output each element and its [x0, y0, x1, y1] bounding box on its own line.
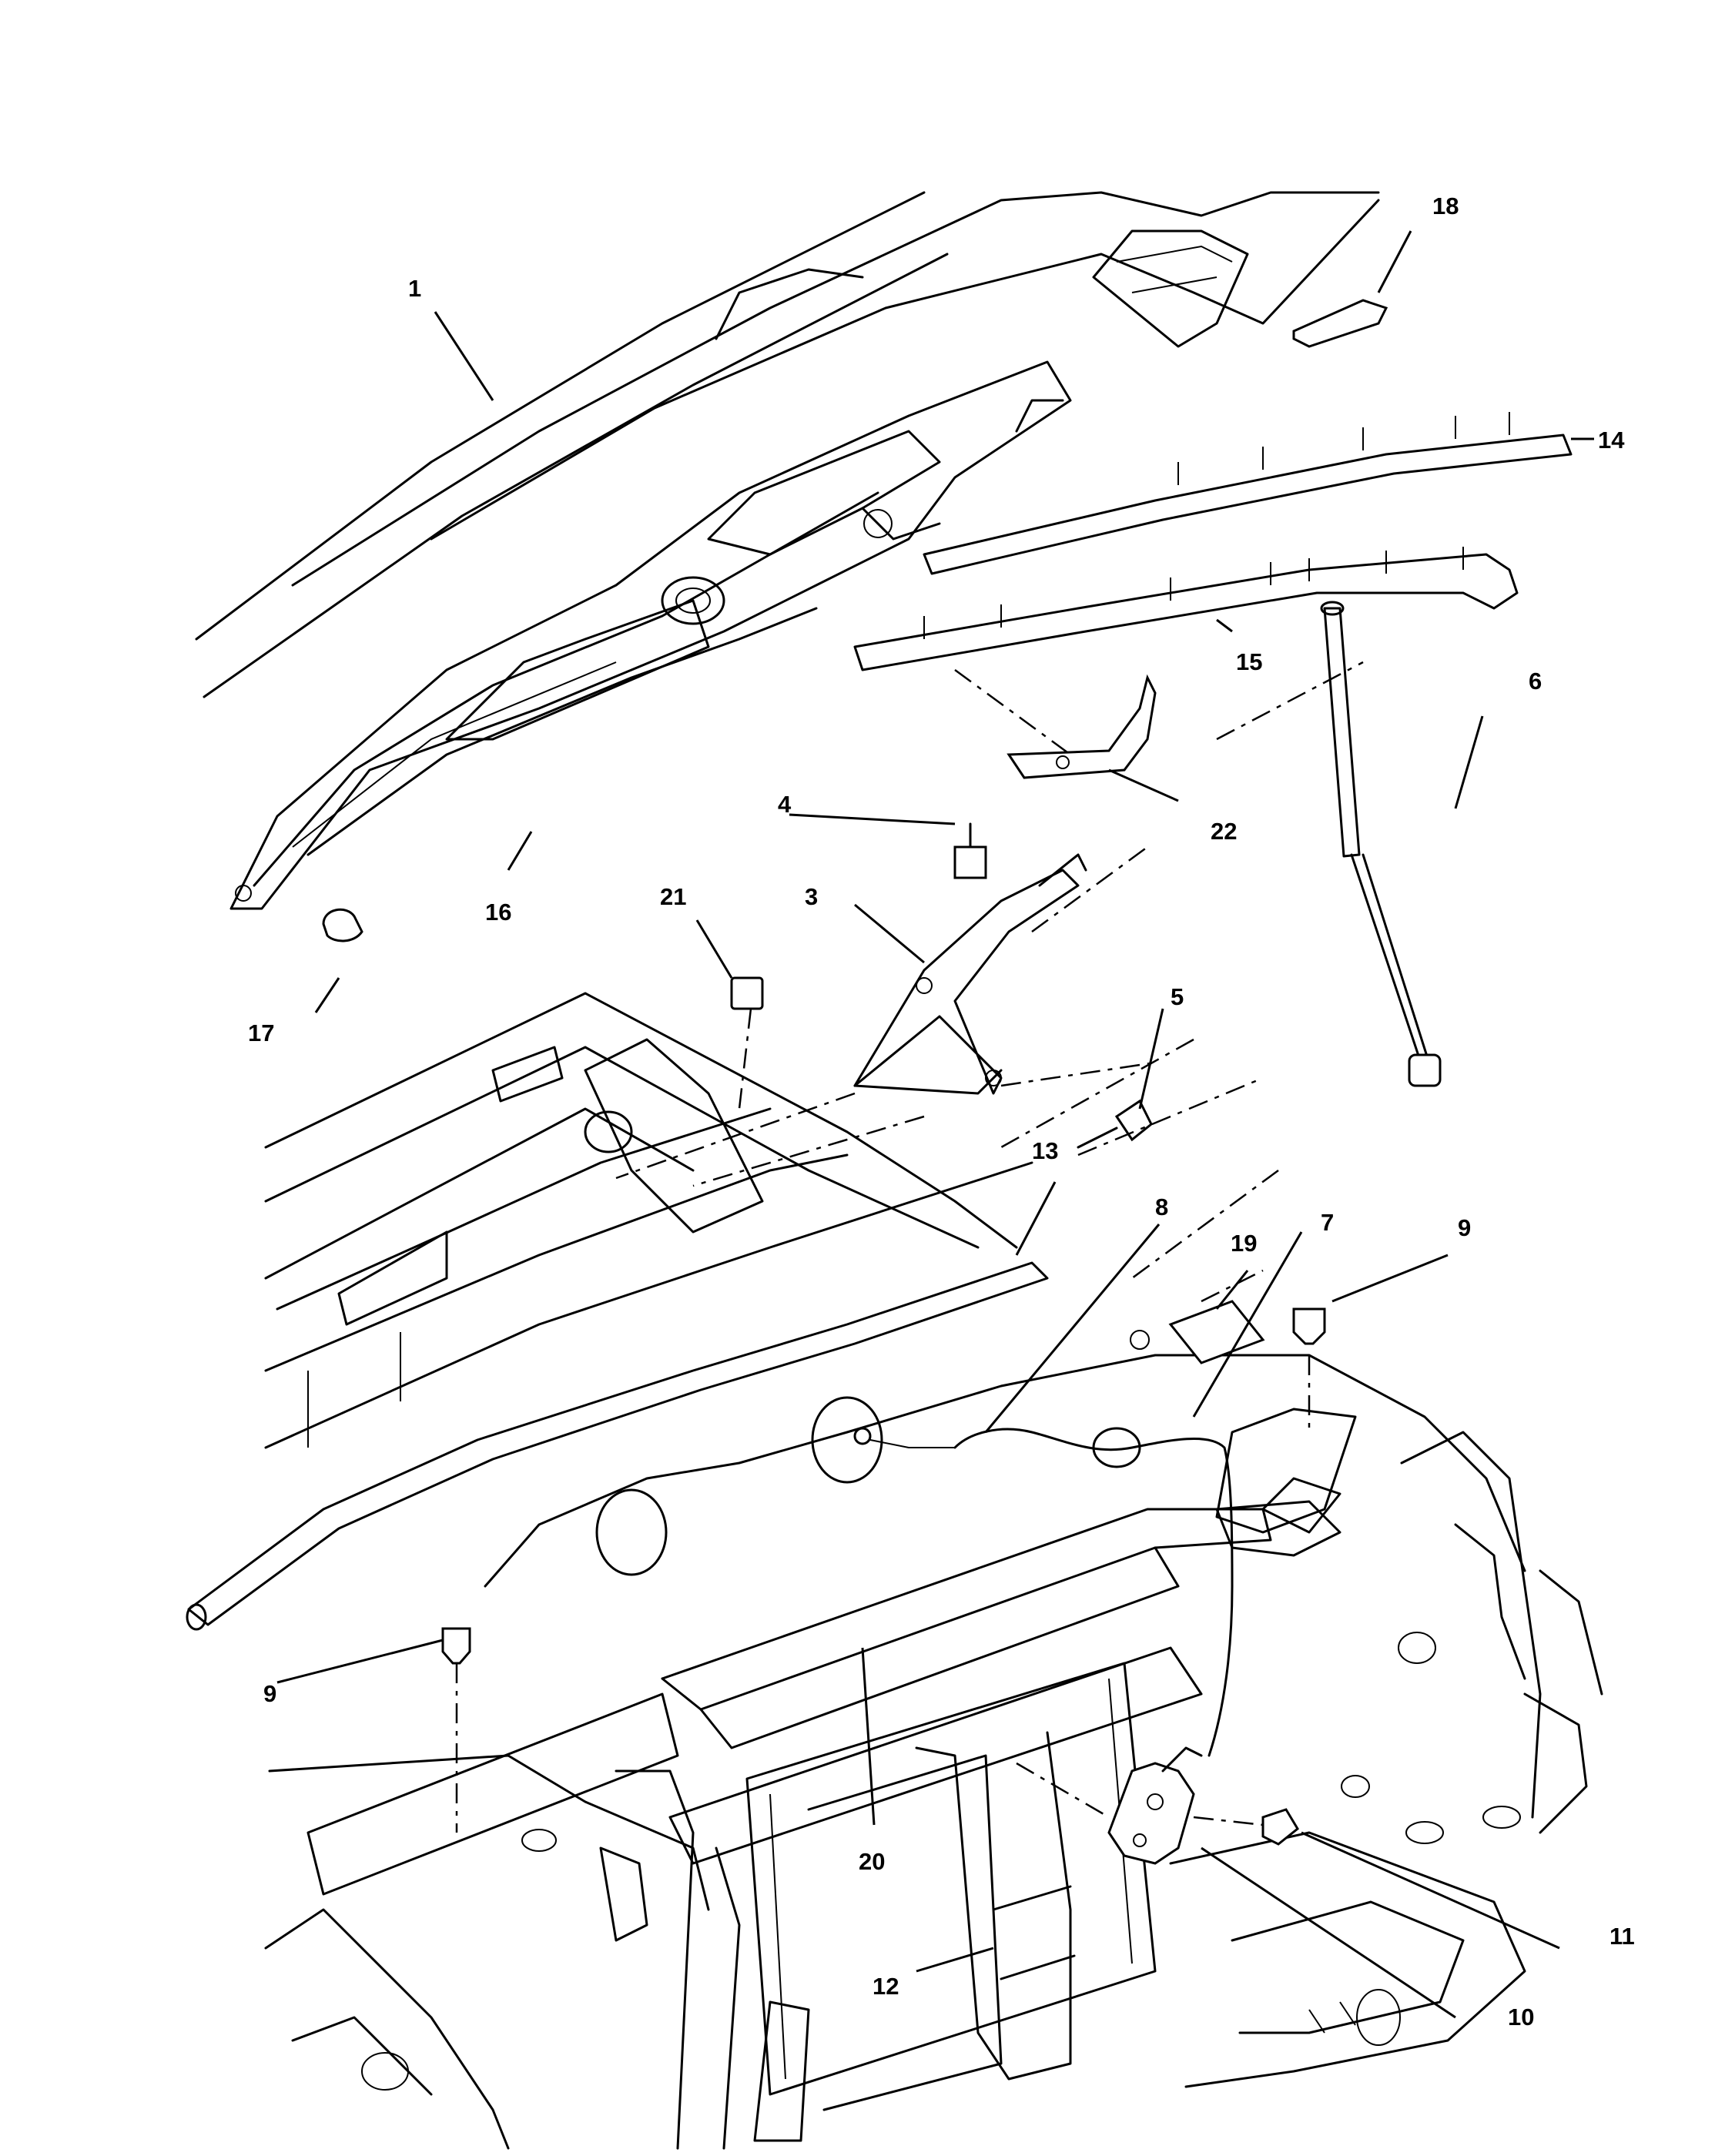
- callout-13: 13: [1032, 1137, 1058, 1164]
- callout-6: 6: [1529, 668, 1542, 695]
- insulator-clip: [1292, 299, 1388, 348]
- hinge-bolt-lower: [1077, 1099, 1153, 1149]
- callout-16: 16: [485, 899, 511, 926]
- push-pin: [322, 908, 363, 942]
- hood-hinge: [853, 853, 1087, 1095]
- callout-9-left: 9: [263, 1680, 276, 1707]
- callout-18: 18: [1432, 192, 1459, 219]
- hood-release-handle: [1130, 1300, 1265, 1364]
- callout-17: 17: [248, 1019, 274, 1046]
- callout-9-right: 9: [1458, 1214, 1471, 1241]
- hood-inner-panel: [229, 360, 1072, 910]
- callout-14: 14: [1598, 427, 1625, 454]
- callout-22: 22: [1211, 818, 1237, 845]
- left-frame-area: [264, 1769, 810, 2150]
- front-end-structure: [484, 1354, 1603, 1844]
- hood-latch: [1107, 1746, 1203, 1865]
- callout-10: 10: [1508, 2004, 1534, 2030]
- lower-front-area: [1169, 1831, 1526, 2088]
- callout-8: 8: [1155, 1194, 1168, 1220]
- gas-strut: [1320, 601, 1442, 1087]
- callout-5: 5: [1171, 983, 1184, 1010]
- callout-11: 11: [1609, 1923, 1635, 1950]
- latch-bolt: [1261, 1808, 1299, 1846]
- leader-lines: [276, 230, 1594, 2019]
- hood-seal-upper: [923, 412, 1573, 575]
- hood-to-cowl-seal: [186, 1261, 1049, 1631]
- hood-panel: [195, 191, 1380, 698]
- callout-4: 4: [778, 791, 792, 818]
- callout-7: 7: [1321, 1209, 1334, 1236]
- assembly-centerlines: [455, 661, 1364, 1833]
- rubber-bumper: [730, 976, 764, 1010]
- callout-12: 12: [873, 1973, 899, 2000]
- callout-labels: 1 3 4 5 6 7 8 9 9 10 11 12 13 14 15 16 1…: [248, 192, 1635, 2030]
- callout-21: 21: [660, 883, 686, 910]
- hinge-bracket: [1007, 674, 1157, 779]
- callout-15: 15: [1236, 648, 1262, 675]
- fender-bolt-right: [1292, 1307, 1326, 1345]
- callout-20: 20: [859, 1848, 885, 1875]
- cowl-structure: [264, 992, 1033, 1449]
- fender-bolt-left: [441, 1627, 471, 1665]
- hood-release-cable: [853, 1427, 1234, 1757]
- hinge-bolt-upper: [953, 822, 987, 879]
- callout-19: 19: [1231, 1230, 1257, 1257]
- callout-1: 1: [408, 275, 421, 302]
- radiator: [745, 1662, 1157, 2111]
- hood-seal-lower: [853, 547, 1519, 671]
- callout-3: 3: [805, 883, 818, 910]
